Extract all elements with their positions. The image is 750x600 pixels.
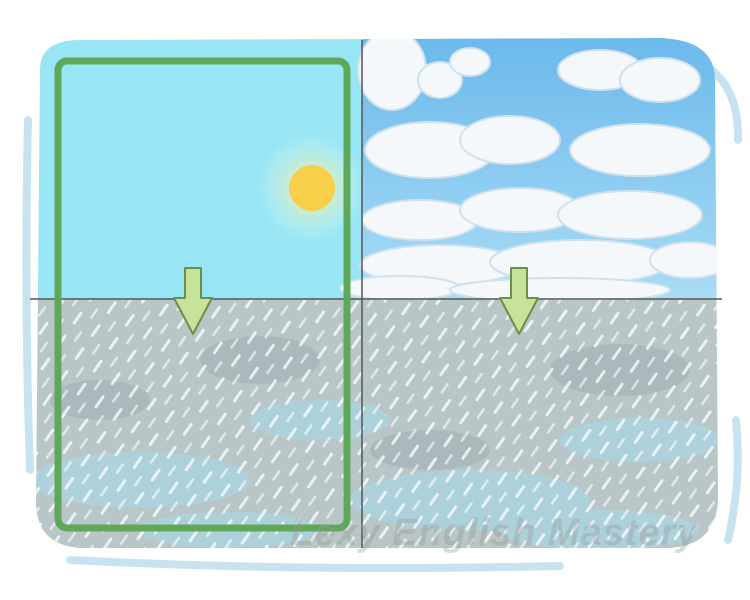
sun-icon bbox=[257, 133, 367, 243]
rain-hatching bbox=[36, 300, 718, 548]
clouds bbox=[339, 38, 718, 303]
arrow-down-icon bbox=[173, 267, 213, 335]
highlight-frame bbox=[54, 57, 351, 532]
arrow-down-icon bbox=[499, 267, 539, 335]
